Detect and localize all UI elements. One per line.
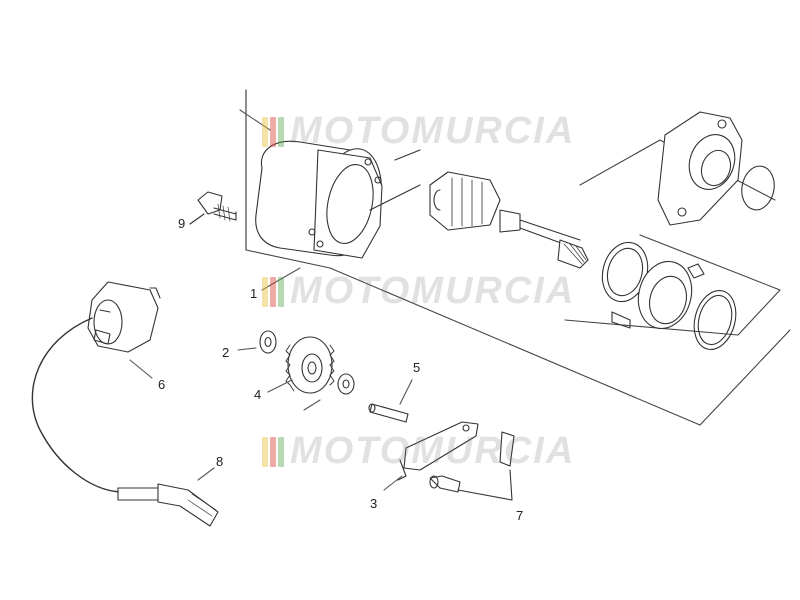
washer-small [337,373,355,395]
callout-4: 4 [254,387,262,402]
callout-2: 2 [222,345,230,360]
callout-1: 1 [250,286,258,301]
watermark-flag-icon [262,276,286,307]
armature-shaft [429,171,589,269]
watermark-top: MOTOMURCIA [262,110,575,153]
callout-8: 8 [216,454,224,469]
watermark-flag-icon [262,116,286,147]
callout-3: 3 [370,496,378,511]
callout-5: 5 [413,360,421,375]
part-5-pin [368,379,413,423]
assembly-frame-outline [245,89,791,426]
watermark-middle: MOTOMURCIA [262,270,575,313]
part-6-ignition-coil [31,281,161,493]
callout-7: 7 [516,508,524,523]
part-8-spark-plug-cap [117,467,219,527]
part-1-starter-motor [239,109,421,291]
part-4-gear [267,336,335,394]
part-7-bolt [429,431,515,501]
part-3-plate [383,421,479,491]
watermark-flag-icon [262,436,286,467]
part-9-bolt [189,191,237,225]
part-2-washer [237,330,277,354]
callout-6: 6 [158,377,166,392]
watermark-bottom: MOTOMURCIA [262,430,575,473]
end-cap-bracket [657,111,775,226]
brush-holder-assembly [601,241,737,350]
callout-9: 9 [178,216,186,231]
